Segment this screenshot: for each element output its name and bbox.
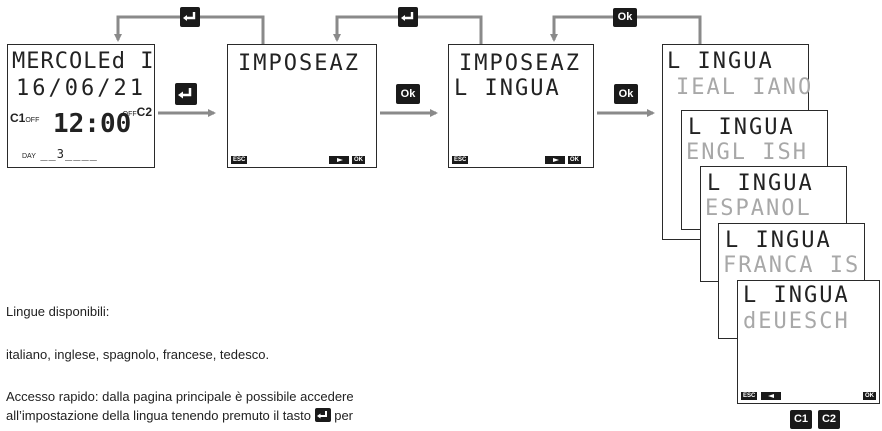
day-row: DAY __3____: [22, 145, 98, 163]
language-title: L INGUA: [725, 228, 832, 253]
c1-label: C1: [10, 111, 26, 125]
enter-key-icon: [175, 83, 197, 105]
clock-time: 12:00: [53, 109, 132, 139]
display-main-page: MERCOLEd I 16/06/21 C1OFF 12:00 OFFC2 DA…: [7, 44, 155, 168]
ok-key: Ok: [396, 84, 420, 104]
quick-access-text-end: per: [334, 408, 354, 423]
display-language-deutsch: L INGUA dEUESCH ESC OK: [737, 280, 880, 404]
ok-key: Ok: [613, 8, 637, 27]
language-title: L INGUA: [688, 115, 795, 140]
display-settings-language: IMPOSEAZ L INGUA ESC OK: [448, 44, 594, 168]
weekday-text: MERCOLEd I: [12, 49, 155, 74]
enter-key-icon: [314, 408, 331, 422]
ok-key: Ok: [614, 84, 638, 104]
language-title: L INGUA: [743, 283, 850, 308]
language-value: IEAL IANO: [676, 75, 814, 100]
display-settings-menu: IMPOSEAZ ESC OK: [227, 44, 377, 168]
esc-label: ESC: [231, 156, 248, 164]
day-label: DAY: [22, 153, 36, 160]
c2-key: C2: [818, 410, 840, 429]
previous-icon: [761, 392, 781, 400]
c1-key: C1: [790, 410, 812, 429]
enter-key-icon: [180, 7, 200, 27]
enter-key-icon: [398, 7, 418, 27]
ok-label: OK: [352, 156, 365, 164]
language-value: ESPANOL: [705, 196, 812, 221]
ok-label: OK: [568, 156, 581, 164]
day-value: __3____: [40, 147, 98, 161]
menu-item-language: L INGUA: [454, 76, 561, 101]
esc-label: ESC: [741, 392, 758, 400]
c2-state: OFF: [122, 111, 137, 118]
available-languages-list: italiano, inglese, spagnolo, francese, t…: [6, 347, 270, 362]
quick-access-text: all’impostazione della lingua tenendo pr…: [6, 408, 311, 423]
language-title: L INGUA: [707, 171, 814, 196]
language-value: FRANCA IS: [723, 253, 861, 278]
language-value: dEUESCH: [743, 309, 850, 334]
date-text: 16/06/21: [16, 76, 146, 101]
ok-label: OK: [863, 392, 876, 400]
language-value: ENGL ISH: [686, 140, 808, 165]
esc-label: ESC: [452, 156, 469, 164]
menu-title: IMPOSEAZ: [238, 51, 360, 76]
channel-c1: C1OFF: [10, 111, 39, 125]
next-icon: [545, 156, 565, 164]
menu-title: IMPOSEAZ: [459, 51, 581, 76]
c1-state: OFF: [25, 117, 40, 124]
channel-c2: OFFC2: [123, 105, 152, 119]
quick-access-line2: all’impostazione della lingua tenendo pr…: [6, 408, 353, 423]
available-languages-title: Lingue disponibili:: [6, 304, 110, 319]
c2-label: C2: [136, 105, 152, 119]
language-title: L INGUA: [667, 49, 774, 74]
next-icon: [329, 156, 349, 164]
quick-access-line1: Accesso rapido: dalla pagina principale …: [6, 389, 354, 404]
